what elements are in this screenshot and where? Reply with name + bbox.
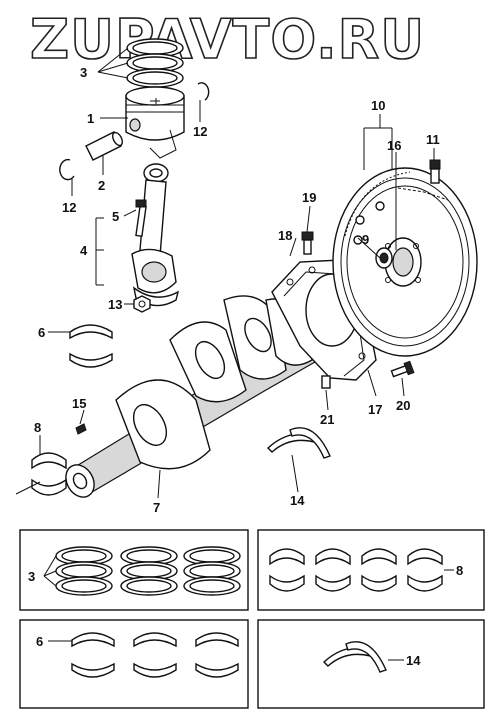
retainer-bolt [301, 231, 314, 255]
callout-20: 20 [396, 398, 410, 413]
callout-13: 13 [108, 297, 122, 312]
callout-1: 1 [87, 111, 94, 126]
callout-18-left: 18 [278, 228, 292, 243]
leader-lines [15, 47, 435, 499]
callout-15: 15 [72, 396, 86, 411]
rod-bolt [135, 199, 147, 238]
callout-3: 3 [80, 65, 87, 80]
kit-callout-14: 14 [406, 653, 421, 668]
callout-21: 21 [320, 412, 334, 427]
kit-box-rod-bearings: 6 [19, 619, 249, 709]
woodruff-key [75, 423, 87, 435]
thrust-washer-pair [266, 427, 331, 459]
callout-12-right: 12 [193, 124, 207, 139]
rod-bearing-pair [69, 324, 113, 368]
callout-numbers: 3 1 2 12 12 5 4 13 6 15 8 7 14 21 17 20 … [34, 65, 440, 515]
flywheel-bolt [429, 159, 441, 184]
main-bearing-set [269, 548, 443, 592]
rod-bearing-set [71, 632, 239, 678]
callout-11: 11 [426, 132, 440, 147]
kit-box-thrust-washers: 14 [257, 619, 485, 709]
piston-pin [85, 131, 124, 161]
callout-16: 16 [387, 138, 401, 153]
thrust-washer-set [322, 641, 387, 673]
kit-callout-8: 8 [456, 563, 463, 578]
main-bearing-pair [31, 452, 67, 496]
ring-set-2 [120, 546, 178, 596]
callout-19: 19 [302, 190, 316, 205]
rod-nut [133, 295, 151, 313]
callout-2: 2 [98, 178, 105, 193]
callout-14: 14 [290, 493, 305, 508]
piston [125, 86, 185, 159]
ring-set-3 [183, 546, 241, 596]
flywheel [332, 167, 478, 357]
snap-ring-left [59, 158, 75, 181]
callout-4: 4 [80, 243, 88, 258]
callout-17: 17 [368, 402, 382, 417]
kit-box-main-bearings: 8 [257, 529, 485, 611]
ring-set-1 [55, 546, 113, 596]
kit-callout-6: 6 [36, 634, 43, 649]
kit-callout-3: 3 [28, 569, 35, 584]
callout-6: 6 [38, 325, 45, 340]
connecting-rod [131, 163, 180, 307]
callout-9: 9 [362, 232, 369, 247]
callout-12-left: 12 [62, 200, 76, 215]
crankshaft [65, 295, 337, 498]
callout-5: 5 [112, 209, 119, 224]
callout-8: 8 [34, 420, 41, 435]
snap-ring-right [197, 82, 210, 101]
stud-bolt [390, 360, 415, 378]
callout-7: 7 [153, 500, 160, 515]
dowel-pin [321, 375, 331, 389]
kit-box-piston-rings: 3 [19, 529, 249, 611]
callout-10: 10 [371, 98, 385, 113]
piston-rings [126, 38, 184, 88]
watermark-text: ZUPAVTO.RU [30, 8, 425, 71]
pilot-bearing [375, 247, 393, 269]
